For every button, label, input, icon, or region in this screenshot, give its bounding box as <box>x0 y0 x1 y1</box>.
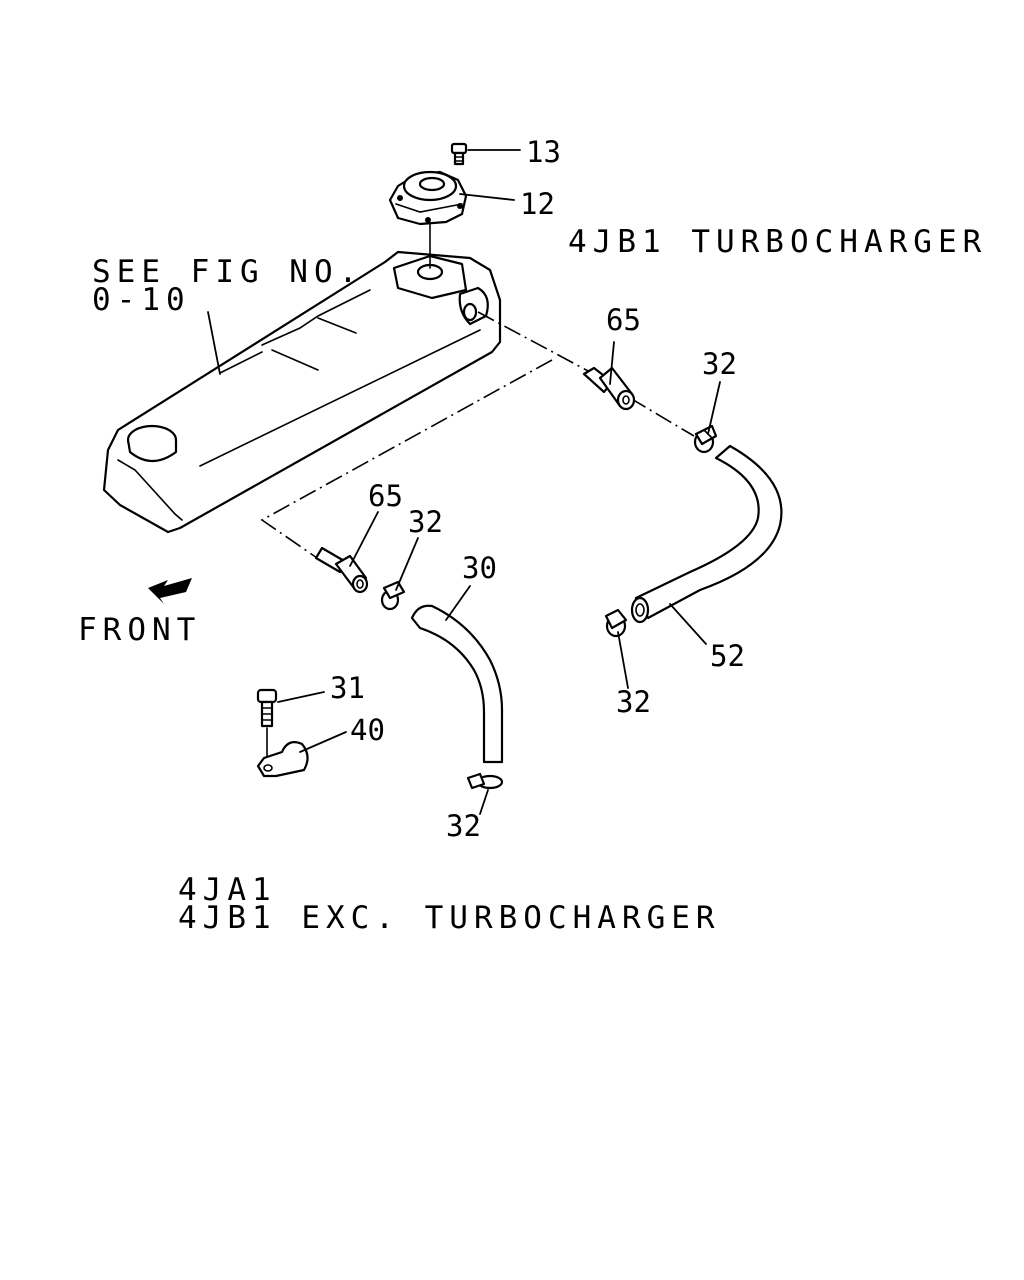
clamp-32-mid[interactable] <box>380 580 406 611</box>
hose-52[interactable] <box>630 444 783 624</box>
callout-32-bottom: 32 <box>446 809 481 843</box>
clamp-32-bottom[interactable] <box>466 772 504 790</box>
clamp-32-lower-right[interactable] <box>604 608 628 638</box>
callout-32-mid: 32 <box>408 505 443 539</box>
callout-32-lower-right: 32 <box>616 685 651 719</box>
callout-65-lower: 65 <box>368 479 403 513</box>
callout-65-upper: 65 <box>606 303 641 337</box>
callout-12: 12 <box>520 187 555 221</box>
connector-65-lower[interactable] <box>314 546 369 594</box>
see-fig-caption-line1: SEE FIG NO. <box>92 254 363 290</box>
callout-40: 40 <box>350 713 385 747</box>
callout-30: 30 <box>462 551 497 585</box>
front-label: FRONT <box>78 612 201 648</box>
callout-52: 52 <box>710 639 745 673</box>
exc-caption-line2: 4JB1 EXC. TURBOCHARGER <box>178 900 721 936</box>
clamp-32-upper-right[interactable] <box>693 424 718 454</box>
leader-lines <box>207 149 721 815</box>
clip-40[interactable] <box>256 741 309 778</box>
breather-valve-12[interactable] <box>388 170 468 226</box>
callout-13: 13 <box>526 135 561 169</box>
front-arrow-icon <box>148 578 192 604</box>
head-cover <box>102 250 502 534</box>
callout-32-upper-right: 32 <box>702 347 737 381</box>
connector-65-upper[interactable] <box>582 366 636 411</box>
hose-30[interactable] <box>410 604 504 764</box>
screw-13[interactable] <box>450 142 468 166</box>
bolt-31[interactable] <box>256 688 278 728</box>
exc-caption-line1: 4JA1 <box>178 872 277 908</box>
turbo-caption: 4JB1 TURBOCHARGER <box>568 224 987 260</box>
callout-31: 31 <box>330 671 365 705</box>
see-fig-caption-line2: 0-10 <box>92 282 191 318</box>
